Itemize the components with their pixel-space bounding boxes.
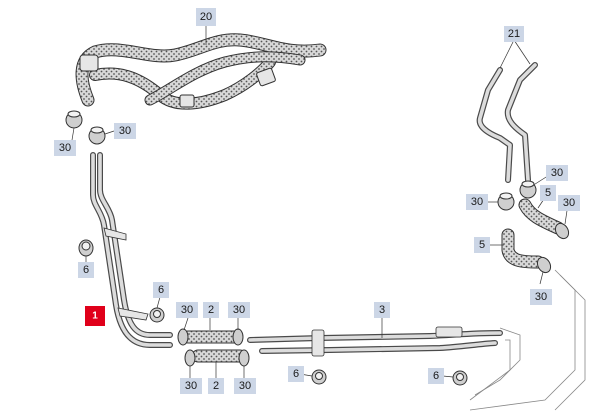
pipe-1 [90, 152, 173, 348]
grommet-6-mid [149, 307, 165, 323]
callout-2-upper[interactable]: 2 [203, 302, 219, 318]
svg-text:3: 3 [379, 304, 385, 316]
svg-text:1: 1 [92, 311, 98, 322]
clamp-30-right-upper [497, 180, 537, 211]
callout-30-lower-right[interactable]: 30 [234, 378, 256, 394]
hose-5-lower [501, 228, 552, 274]
callout-30-upper-left[interactable]: 30 [176, 302, 198, 318]
svg-text:6: 6 [158, 284, 164, 296]
callout-6-bottom-right[interactable]: 6 [428, 368, 444, 384]
callout-5-lower[interactable]: 5 [474, 237, 490, 253]
callout-5-upper[interactable]: 5 [540, 185, 556, 201]
svg-text:30: 30 [535, 291, 547, 303]
callout-6-left[interactable]: 6 [78, 262, 94, 278]
callout-30-right-c[interactable]: 30 [558, 195, 580, 211]
svg-text:6: 6 [293, 368, 299, 380]
grommet-6-bottom-mid [311, 369, 327, 385]
svg-text:30: 30 [471, 196, 483, 208]
svg-text:30: 30 [233, 304, 245, 316]
pipe-21 [476, 62, 538, 183]
callout-30-right-a[interactable]: 30 [546, 165, 568, 181]
hose-2-upper [177, 328, 244, 346]
hose-assembly-20 [75, 33, 327, 110]
clamp-30-top-left [65, 110, 106, 145]
callout-6-mid[interactable]: 6 [153, 282, 169, 298]
svg-text:6: 6 [433, 370, 439, 382]
grommet-6-bottom-right [452, 370, 468, 386]
hose-2-lower [184, 349, 250, 367]
callout-30-top-left-a[interactable]: 30 [54, 140, 76, 156]
callout-20[interactable]: 20 [196, 8, 216, 26]
callout-30-lower-left[interactable]: 30 [180, 378, 202, 394]
svg-text:30: 30 [119, 125, 131, 137]
svg-text:21: 21 [508, 28, 520, 40]
callout-30-right-b[interactable]: 30 [466, 194, 488, 210]
pipe-3 [247, 326, 503, 357]
svg-text:20: 20 [200, 11, 212, 23]
callout-30-upper-right[interactable]: 30 [228, 302, 250, 318]
callout-30-top-left-b[interactable]: 30 [114, 123, 136, 139]
callout-1-highlighted[interactable]: 1 [85, 306, 105, 326]
callout-30-right-d[interactable]: 30 [530, 289, 552, 305]
svg-text:2: 2 [213, 380, 219, 392]
callout-3[interactable]: 3 [374, 302, 390, 318]
frame-lines [469, 269, 586, 411]
svg-text:6: 6 [83, 264, 89, 276]
svg-text:30: 30 [551, 167, 563, 179]
svg-text:30: 30 [239, 380, 251, 392]
callout-21[interactable]: 21 [504, 26, 524, 42]
hose-5-upper [518, 198, 570, 240]
svg-text:30: 30 [563, 197, 575, 209]
svg-text:5: 5 [545, 187, 551, 199]
svg-text:5: 5 [479, 239, 485, 251]
svg-text:2: 2 [208, 304, 214, 316]
svg-text:30: 30 [181, 304, 193, 316]
callout-2-lower[interactable]: 2 [208, 378, 224, 394]
svg-text:30: 30 [59, 142, 71, 154]
svg-text:30: 30 [185, 380, 197, 392]
grommet-6-left [78, 239, 94, 257]
callout-6-bottom-mid[interactable]: 6 [288, 366, 304, 382]
